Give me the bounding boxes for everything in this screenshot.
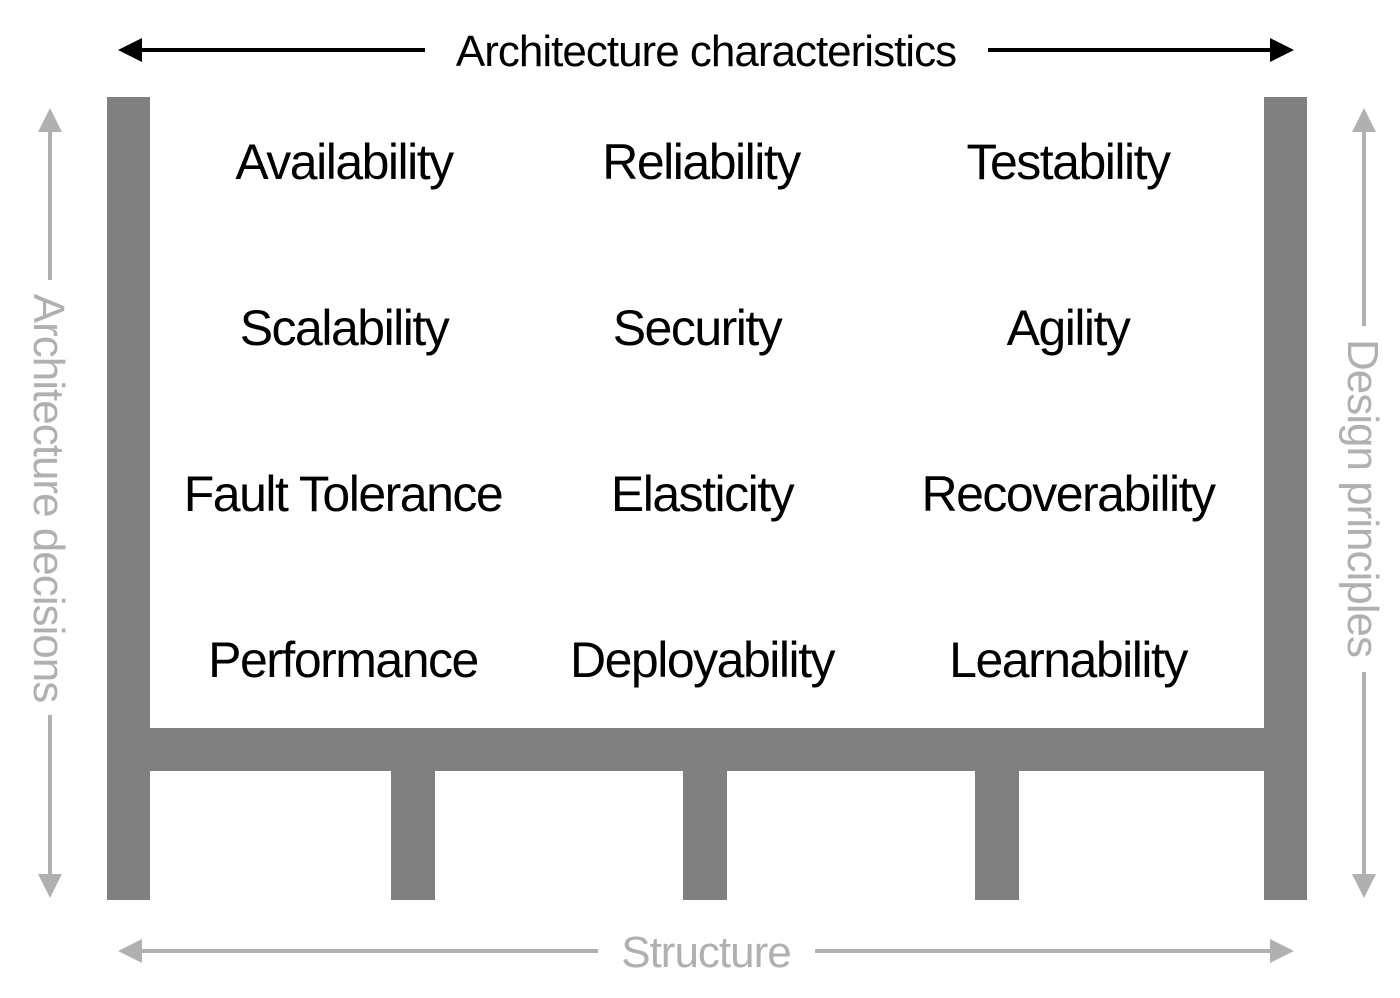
top-label: Architecture characteristics (456, 27, 956, 76)
characteristics-grid: Availability Reliability Testability Sca… (184, 134, 1218, 688)
right-label: Design principles (1338, 339, 1387, 657)
left-arrowhead-up-icon (38, 108, 62, 132)
top-arrowhead-right-icon (1270, 38, 1294, 62)
top-arrowhead-left-icon (118, 38, 142, 62)
characteristic-availability: Availability (235, 134, 454, 190)
left-axis: Architecture decisions (24, 108, 73, 898)
characteristic-reliability: Reliability (602, 134, 801, 190)
characteristic-learnability: Learnability (949, 632, 1188, 688)
support-leg-2 (683, 771, 727, 900)
bottom-label: Structure (621, 928, 791, 977)
characteristic-testability: Testability (966, 134, 1171, 190)
left-pillar (107, 97, 150, 900)
characteristic-performance: Performance (208, 632, 478, 688)
bottom-arrowhead-right-icon (1270, 939, 1294, 963)
right-arrowhead-up-icon (1352, 108, 1376, 132)
characteristic-agility: Agility (1007, 300, 1131, 356)
support-leg-1 (391, 771, 435, 900)
characteristic-recoverability: Recoverability (921, 466, 1216, 522)
floor-beam (107, 728, 1307, 771)
bottom-axis: Structure (118, 928, 1294, 977)
left-arrowhead-down-icon (38, 874, 62, 898)
bottom-arrowhead-left-icon (118, 939, 142, 963)
right-axis: Design principles (1338, 108, 1387, 898)
top-axis: Architecture characteristics (118, 27, 1294, 76)
right-arrowhead-down-icon (1352, 874, 1376, 898)
right-pillar (1264, 97, 1307, 900)
characteristic-elasticity: Elasticity (611, 466, 795, 522)
left-label: Architecture decisions (24, 294, 73, 702)
characteristic-security: Security (613, 300, 783, 356)
support-leg-3 (975, 771, 1019, 900)
characteristic-deployability: Deployability (570, 632, 835, 688)
characteristic-fault-tolerance: Fault Tolerance (184, 466, 502, 522)
characteristic-scalability: Scalability (240, 300, 450, 356)
structure-frame (107, 97, 1307, 900)
